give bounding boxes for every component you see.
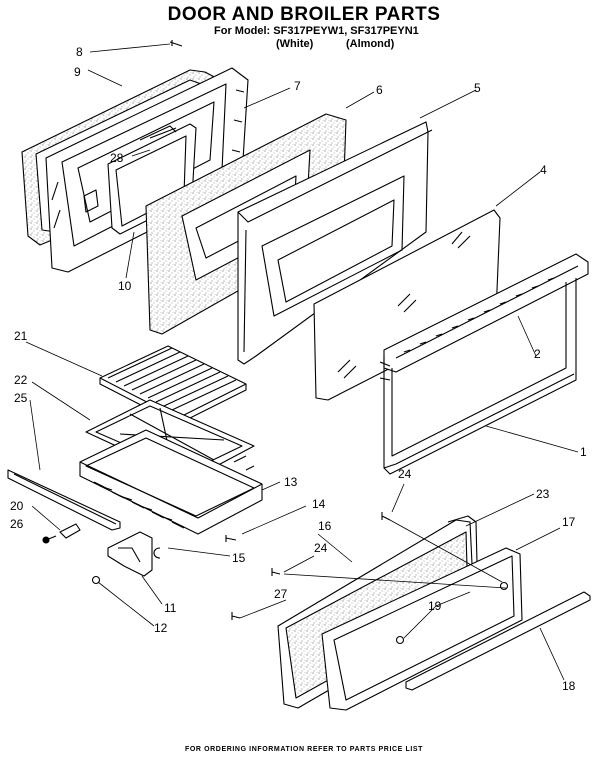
callout-22: 22 bbox=[14, 373, 28, 387]
callout-20: 20 bbox=[10, 499, 24, 513]
callout-11: 11 bbox=[164, 601, 177, 615]
callout-25: 25 bbox=[14, 391, 28, 405]
callout-5: 5 bbox=[474, 81, 481, 95]
clip bbox=[153, 547, 161, 559]
callout-19: 19 bbox=[428, 599, 442, 613]
callout-10: 10 bbox=[118, 279, 132, 293]
drawer-trim-strip bbox=[405, 591, 591, 691]
broiler-bracket bbox=[91, 531, 153, 585]
callout-24-a: 24 bbox=[398, 467, 412, 481]
callout-24-b: 24 bbox=[314, 541, 328, 555]
door-frame bbox=[379, 278, 577, 475]
leader-lines bbox=[25, 43, 579, 681]
broiler-pan bbox=[79, 429, 263, 535]
model-line: For Model: SF317PEYW1, SF317PEYN1 bbox=[214, 25, 419, 37]
callout-7: 7 bbox=[294, 79, 301, 93]
drawer-rail bbox=[7, 469, 121, 531]
drawer-front bbox=[321, 547, 523, 711]
callout-18: 18 bbox=[562, 679, 576, 693]
small-bracket bbox=[42, 523, 81, 544]
screws bbox=[169, 40, 391, 620]
callout-23: 23 bbox=[536, 487, 550, 501]
callout-27: 27 bbox=[274, 587, 288, 601]
variant-white: (White) bbox=[276, 38, 314, 50]
callout-2: 2 bbox=[534, 347, 541, 361]
footer-note: FOR ORDERING INFORMATION REFER TO PARTS … bbox=[184, 746, 424, 753]
callout-28: 28 bbox=[110, 151, 124, 165]
callout-12: 12 bbox=[154, 621, 168, 635]
callout-17: 17 bbox=[562, 515, 576, 529]
callout-6: 6 bbox=[376, 83, 383, 97]
callout-labels: 8 9 7 6 5 4 28 10 2 1 21 22 25 13 14 15 … bbox=[10, 45, 587, 693]
callout-26: 26 bbox=[10, 517, 24, 531]
variant-almond: (Almond) bbox=[346, 38, 395, 50]
callout-13: 13 bbox=[284, 475, 298, 489]
callout-14: 14 bbox=[312, 497, 326, 511]
callout-15: 15 bbox=[232, 551, 246, 565]
callout-4: 4 bbox=[540, 163, 547, 177]
diagram-title: DOOR AND BROILER PARTS bbox=[167, 4, 441, 25]
callout-9: 9 bbox=[74, 65, 81, 79]
callout-21: 21 bbox=[14, 329, 28, 343]
callout-8: 8 bbox=[76, 45, 83, 59]
callout-1: 1 bbox=[580, 445, 587, 459]
callout-16: 16 bbox=[318, 519, 332, 533]
